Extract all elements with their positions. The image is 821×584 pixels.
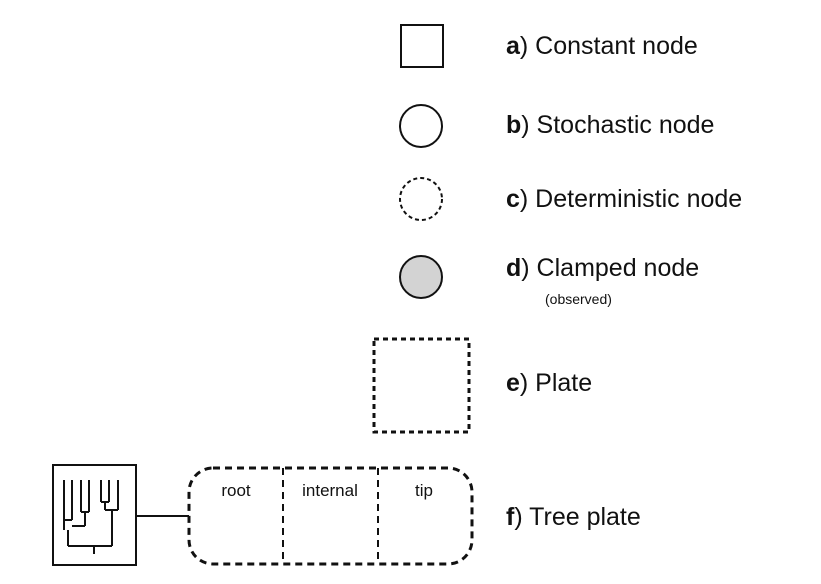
legend-key: a [506, 32, 520, 60]
tree-plate-tip-label: tip [415, 481, 433, 500]
legend-key: f [506, 503, 515, 531]
legend-label-tree-plate: f) Tree plate [506, 505, 641, 530]
legend-key: e [506, 369, 520, 397]
constant-node-symbol [400, 24, 444, 68]
legend-key: d [506, 254, 522, 282]
legend-note-observed: (observed) [545, 291, 612, 307]
clamped-node-symbol [399, 255, 443, 299]
tree-plate-internal-label: internal [302, 481, 358, 500]
legend-label-plate: e) Plate [506, 371, 592, 396]
legend-text: ) Tree plate [514, 503, 641, 531]
legend-text: ) Clamped node [521, 254, 700, 282]
legend-text: ) Constant node [519, 32, 698, 60]
legend-label-deterministic-node: c) Deterministic node [506, 187, 742, 212]
legend-text: ) Plate [519, 369, 593, 397]
legend-key: b [506, 111, 522, 139]
deterministic-node-symbol [399, 177, 443, 221]
legend-label-clamped-node: d) Clamped node [506, 256, 699, 281]
legend-text: ) Deterministic node [519, 185, 743, 213]
legend-text: ) Stochastic node [521, 111, 715, 139]
stochastic-node-symbol [399, 104, 443, 148]
legend-key: c [506, 185, 520, 213]
tree-plate-symbol [187, 466, 474, 566]
tree-icon [52, 464, 137, 566]
plate-symbol [372, 337, 471, 434]
tree-plate-root-label: root [221, 481, 251, 500]
legend-label-stochastic-node: b) Stochastic node [506, 113, 714, 138]
legend-label-constant-node: a) Constant node [506, 34, 698, 59]
